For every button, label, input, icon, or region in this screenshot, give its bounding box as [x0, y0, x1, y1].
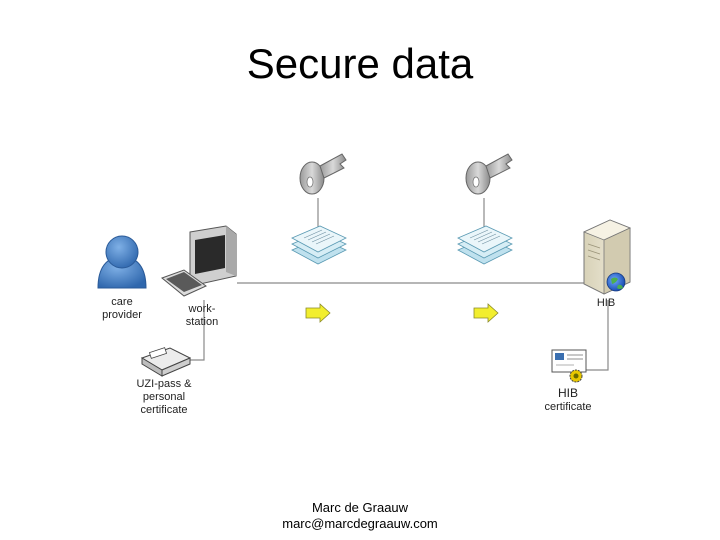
arrow-right-icon	[305, 303, 331, 323]
workstation-label: work- station	[185, 303, 219, 328]
hib-server-label: HIB	[596, 297, 616, 309]
key-icon	[465, 153, 513, 195]
key-icon	[299, 153, 347, 195]
hib-certificate-title: HIB	[557, 386, 578, 400]
keyboard-icon	[161, 269, 207, 297]
person-icon	[97, 235, 147, 289]
uzi-pass-label: UZI-pass & personal certificate	[136, 378, 192, 416]
hib-certificate-label: certificate	[544, 401, 592, 413]
footer-author: Marc de Graauw	[311, 500, 409, 515]
certificate-icon	[551, 349, 587, 383]
care-provider-label: care provider	[102, 296, 142, 321]
card-reader-icon	[140, 347, 192, 377]
document-stack-icon	[291, 225, 347, 265]
footer-email: marc@marcdegraauw.com	[282, 516, 438, 531]
document-stack-icon	[457, 225, 513, 265]
certificate-link-line	[586, 300, 609, 371]
monitor-icon	[189, 225, 237, 285]
arrow-right-icon	[473, 303, 499, 323]
card-reader-link-line	[190, 300, 205, 361]
page-title: Secure data	[246, 40, 474, 87]
connection-lines	[190, 198, 609, 371]
globe-icon	[606, 272, 626, 292]
